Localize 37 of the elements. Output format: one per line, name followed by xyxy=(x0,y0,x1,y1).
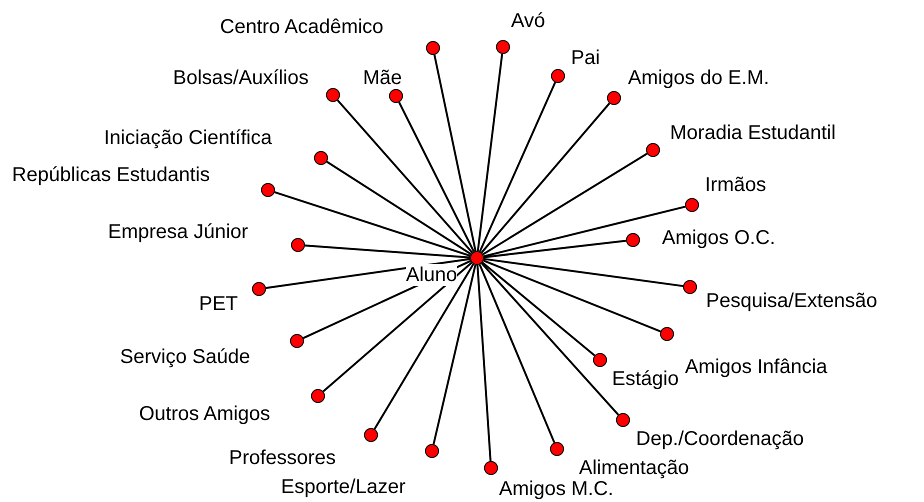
edge-line xyxy=(336,100,474,254)
edge-line xyxy=(374,264,474,430)
edge-line xyxy=(484,240,626,258)
node-label: Amigos O.C. xyxy=(662,227,776,249)
edge-line xyxy=(398,102,475,252)
edge-line xyxy=(480,262,620,416)
node-label: Pesquisa/Extensão xyxy=(706,290,878,312)
edge-line xyxy=(322,262,472,392)
edge-line xyxy=(304,244,470,258)
edge-line xyxy=(484,206,686,258)
edge-line xyxy=(326,160,472,256)
edge-line xyxy=(482,262,596,356)
edge-line xyxy=(480,102,610,254)
edge-line xyxy=(433,54,477,252)
edge-line xyxy=(432,264,476,444)
edge-line xyxy=(478,82,556,252)
node-label: Amigos Infância xyxy=(685,356,828,378)
edge-line xyxy=(274,191,471,257)
node-label: Amigos M.C. xyxy=(499,478,614,500)
node-label: Repúblicas Estudantis xyxy=(12,164,210,186)
node-label: Serviço Saúde xyxy=(120,346,250,368)
node-label: Outros Amigos xyxy=(139,403,270,425)
node-label: Empresa Júnior xyxy=(108,221,248,243)
node-label: Amigos do E.M. xyxy=(628,67,770,89)
edge-line xyxy=(482,152,648,256)
edge-line xyxy=(478,264,556,443)
edge-line xyxy=(476,54,504,252)
edge-line xyxy=(266,258,470,289)
edge-line xyxy=(476,264,492,462)
node-label: Iniciação Científica xyxy=(104,127,272,149)
edge-line xyxy=(484,258,684,288)
edge-line xyxy=(483,260,661,332)
node-label: Dep./Coordenação xyxy=(636,428,804,450)
node-label: Alimentação xyxy=(579,457,690,479)
node-label: Aluno xyxy=(406,264,458,286)
node-label: Esporte/Lazer xyxy=(281,476,406,498)
node-label: Estágio xyxy=(612,368,679,390)
